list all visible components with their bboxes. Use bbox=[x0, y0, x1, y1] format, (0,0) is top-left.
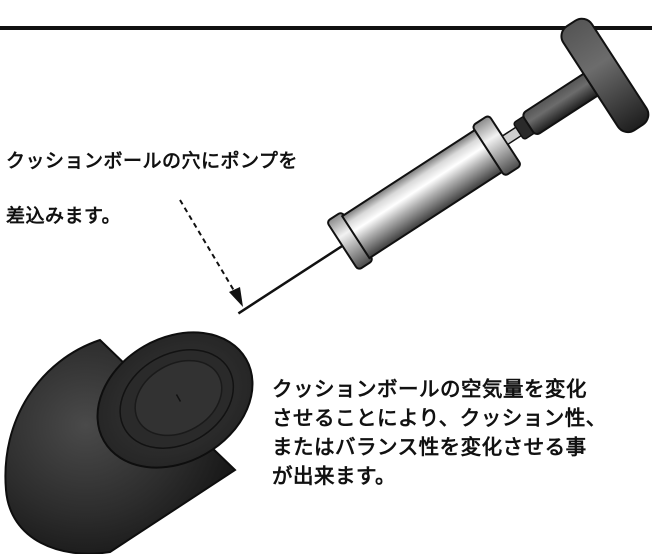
cushion-ball-icon bbox=[4, 331, 254, 554]
caption-insert-line-2: 差込みます。 bbox=[6, 205, 122, 227]
top-rule bbox=[0, 26, 652, 30]
caption-effect-line-4: が出来ます。 bbox=[272, 464, 396, 488]
pump-icon bbox=[237, 17, 650, 315]
pump-needle bbox=[237, 240, 350, 315]
caption-effect-line-2: させることにより、クッション性、 bbox=[272, 406, 607, 430]
caption-effect-line-1: クッションボールの空気量を変化 bbox=[272, 377, 587, 401]
caption-effect-line-3: またはバランス性を変化させる事 bbox=[272, 435, 587, 459]
pump-barrel bbox=[340, 127, 505, 260]
caption-insert-line-1: クッションボールの穴にポンプを bbox=[6, 150, 298, 172]
dashed-arrow-icon bbox=[179, 199, 243, 307]
pump-handle-bar bbox=[560, 17, 650, 134]
